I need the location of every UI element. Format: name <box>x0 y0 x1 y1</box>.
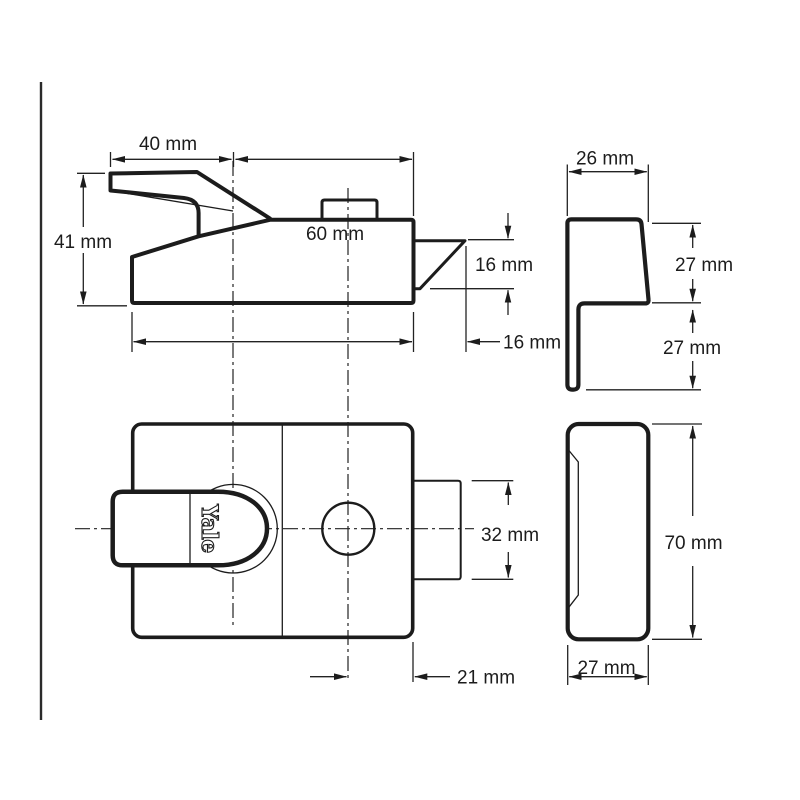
dim-centre-to-edge-label: 21 mm <box>457 668 515 689</box>
dim-overall-length <box>131 312 415 352</box>
dim-bolt-height: 16 mm <box>430 213 533 315</box>
dim-case-length: 60 mm <box>235 152 415 245</box>
dim-profile-depth-label: 27 mm <box>577 658 635 679</box>
end-view: 26 mm 27 mm 27 mm <box>565 149 733 392</box>
dim-end-width-label: 26 mm <box>576 149 634 170</box>
dim-case-height-label: 41 mm <box>54 232 112 253</box>
side-case-outline <box>130 217 416 305</box>
side-knob <box>320 198 379 222</box>
dim-case-height: 41 mm <box>54 172 127 307</box>
dim-profile-height-label: 70 mm <box>664 533 722 554</box>
dim-profile-height: 70 mm <box>652 423 723 640</box>
dim-latch-height: 32 mm <box>471 480 539 580</box>
dim-end-upper-label: 27 mm <box>675 255 733 276</box>
side-handle-outline <box>108 170 272 238</box>
dim-end-width: 26 mm <box>566 149 649 222</box>
profile-outline <box>565 421 651 642</box>
dim-bolt-height-label: 16 mm <box>475 255 533 276</box>
dim-centre-to-edge: 21 mm <box>310 642 515 689</box>
dim-bolt-projection: 16 mm <box>465 246 561 354</box>
yale-logo: Yale <box>196 503 222 553</box>
front-latch-case <box>413 479 462 581</box>
dim-profile-depth: 27 mm <box>567 645 649 685</box>
side-handle-hidden-edge <box>112 190 234 212</box>
end-view-outline <box>565 217 651 392</box>
front-view: Yale 32 mm 21 mm <box>110 422 539 689</box>
dim-backset: 40 mm <box>109 134 235 167</box>
profile-faceplate-edge <box>567 449 579 609</box>
dim-case-length-label: 60 mm <box>306 224 364 245</box>
dim-end-upper: 27 mm <box>652 222 733 304</box>
profile-view: 70 mm 27 mm <box>565 421 723 685</box>
dim-latch-height-label: 32 mm <box>481 525 539 546</box>
dim-end-lower-label: 27 mm <box>663 338 721 359</box>
dim-end-lower: 27 mm <box>586 309 721 391</box>
side-view: 40 mm 60 mm 41 mm 16 mm <box>54 134 561 354</box>
dim-bolt-projection-label: 16 mm <box>503 333 561 354</box>
front-keyhole <box>321 501 376 556</box>
side-latch-bolt <box>412 239 467 291</box>
dim-backset-label: 40 mm <box>139 134 197 155</box>
